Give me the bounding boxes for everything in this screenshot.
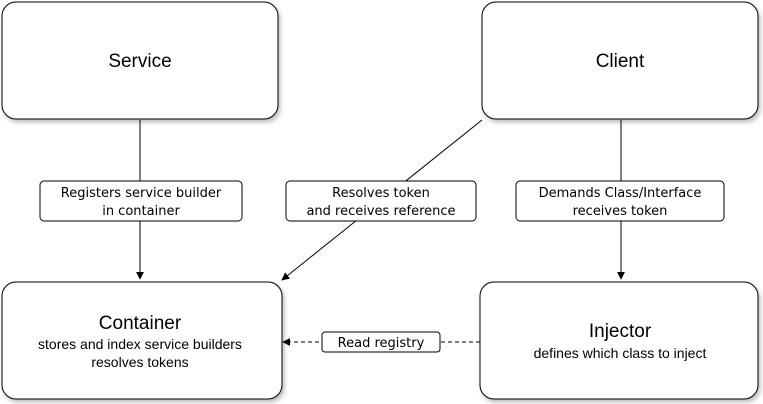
edge-label-resolves: Resolves token and receives reference [285, 180, 477, 222]
node-service-title: Service [108, 51, 171, 72]
edge-label-read-registry-line1: Read registry [338, 336, 425, 351]
edge-label-resolves-line2: and receives reference [306, 204, 455, 219]
node-container: Container stores and index service build… [1, 281, 283, 400]
node-container-line2: resolves tokens [91, 354, 188, 370]
edge-label-resolves-line1: Resolves token [332, 186, 430, 201]
node-client: Client [481, 1, 759, 120]
node-injector-line1: defines which class to inject [534, 345, 707, 361]
edge-label-registers-line2: in container [102, 204, 180, 219]
node-client-title: Client [596, 51, 645, 72]
node-container-title: Container [99, 313, 182, 334]
edge-label-registers-line1: Registers service builder [61, 186, 222, 201]
edge-label-demands: Demands Class/Interface receives token [515, 180, 725, 222]
edge-label-read-registry: Read registry [321, 331, 441, 353]
node-container-line1: stores and index service builders [38, 336, 242, 352]
node-injector-title: Injector [589, 321, 652, 342]
edge-label-demands-line2: receives token [573, 204, 668, 219]
edge-label-registers: Registers service builder in container [39, 180, 243, 222]
node-injector: Injector defines which class to inject [479, 281, 759, 400]
node-service: Service [1, 1, 279, 120]
edge-label-demands-line1: Demands Class/Interface [539, 186, 702, 201]
